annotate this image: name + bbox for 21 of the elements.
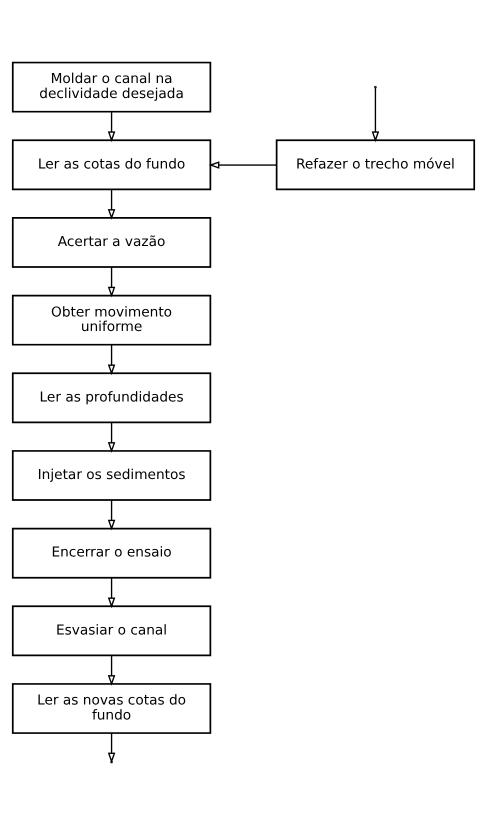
arrow xyxy=(208,161,276,169)
arrow xyxy=(108,422,116,453)
arrow xyxy=(372,88,380,142)
node-box: Ler as profundidades xyxy=(12,372,212,424)
arrow xyxy=(108,578,116,608)
node-box: Ler as cotas do fundo xyxy=(12,139,212,190)
node-box: Ler as novas cotas do fundo xyxy=(12,683,212,734)
node-box: Obter movimento uniforme xyxy=(12,294,212,346)
node-box: Injetar os sedimentos xyxy=(12,450,212,501)
arrow xyxy=(108,267,116,298)
arrow xyxy=(108,733,116,764)
arrow xyxy=(108,500,116,531)
node-box: Encerrar o ensaio xyxy=(12,528,212,579)
node-box: Refazer o trecho móvel xyxy=(276,139,476,190)
arrow xyxy=(108,344,116,376)
arrow xyxy=(108,655,116,686)
arrow xyxy=(108,189,116,220)
node-box: Acertar a vazão xyxy=(12,217,212,268)
arrow xyxy=(108,112,116,142)
node-box: Moldar o canal na declividade desejada xyxy=(12,62,212,113)
node-box: Esvasiar o canal xyxy=(12,605,212,656)
